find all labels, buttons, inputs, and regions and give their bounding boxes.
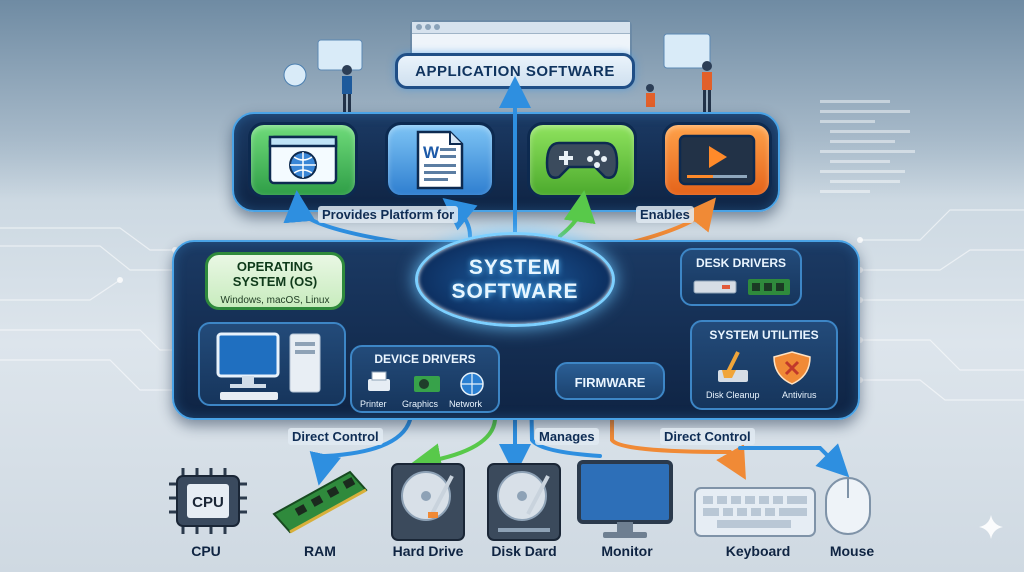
disk-cleanup-label: Disk Cleanup xyxy=(706,390,760,400)
system-software-line1: SYSTEM xyxy=(468,255,562,279)
ram-label: RAM xyxy=(304,543,336,559)
system-utilities-title: SYSTEM UTILITIES xyxy=(709,328,819,342)
computer-panel xyxy=(198,322,346,406)
provides-platform-label: Provides Platform for xyxy=(318,206,459,223)
os-subtitle: Windows, macOS, Linux xyxy=(220,295,330,306)
mouse-label: Mouse xyxy=(829,543,875,559)
system-software-line2: SOFTWARE xyxy=(451,279,579,303)
web-browser-tile[interactable] xyxy=(248,122,358,198)
os-title-line2: SYSTEM (OS) xyxy=(232,274,318,289)
direct-control-left-label: Direct Control xyxy=(288,428,383,445)
ram-icon[interactable] xyxy=(270,462,370,540)
desktop-computer-icon xyxy=(216,332,321,400)
disk-drivers-panel[interactable]: DESK DRIVERS xyxy=(680,248,802,306)
video-player-tile[interactable] xyxy=(662,122,772,198)
cpu-label: CPU xyxy=(191,543,221,559)
printer-icon xyxy=(368,371,390,391)
hard-drive-icon[interactable] xyxy=(388,462,468,542)
system-software-node[interactable]: SYSTEM SOFTWARE xyxy=(415,232,615,327)
hard-drive-label: Hard Drive xyxy=(392,543,464,559)
printer-label: Printer xyxy=(360,399,387,409)
gamepad-icon xyxy=(545,141,619,179)
device-drivers-panel[interactable]: DEVICE DRIVERS Printer Graphics Network xyxy=(350,345,500,413)
word-document-tile[interactable]: W xyxy=(385,122,495,198)
firmware-title: FIRMWARE xyxy=(574,375,646,390)
word-glyph: W xyxy=(423,143,440,162)
network-globe-icon xyxy=(460,372,484,396)
enables-label: Enables xyxy=(636,206,694,223)
direct-control-right-label: Direct Control xyxy=(660,428,755,445)
disk-cleanup-icon xyxy=(718,351,748,382)
monitor-label: Monitor xyxy=(601,543,653,559)
operating-system-panel[interactable]: OPERATING SYSTEM (OS) Windows, macOS, Li… xyxy=(205,252,345,310)
web-browser-icon xyxy=(268,135,338,185)
cpu-chip-text: CPU xyxy=(192,494,224,511)
antivirus-shield-icon xyxy=(773,351,811,385)
word-document-icon: W xyxy=(416,130,464,190)
os-title: OPERATING SYSTEM (OS) xyxy=(208,259,342,289)
browser-tab-bar xyxy=(412,22,630,34)
keyboard-label: Keyboard xyxy=(725,543,791,559)
monitor-icon[interactable] xyxy=(575,458,675,540)
os-title-line1: OPERATING xyxy=(236,259,314,274)
utility-icons xyxy=(718,351,811,385)
hard-disk-icon xyxy=(693,280,737,294)
network-label: Network xyxy=(449,399,483,409)
manages-label: Manages xyxy=(535,428,599,445)
cpu-icon[interactable]: CPU xyxy=(163,462,253,540)
device-driver-icons xyxy=(368,371,484,396)
disk-drivers-title: DESK DRIVERS xyxy=(695,256,787,270)
system-utilities-panel[interactable]: SYSTEM UTILITIES Disk Cleanup Antivirus xyxy=(690,320,838,410)
sparkle-icon xyxy=(979,515,1003,539)
graphics-card-icon xyxy=(414,376,440,392)
video-player-icon xyxy=(678,134,756,186)
firmware-panel[interactable]: FIRMWARE xyxy=(555,362,665,400)
ssd-board-icon xyxy=(748,279,790,295)
mouse-icon[interactable] xyxy=(822,474,874,538)
disk-dard-label: Disk Dard xyxy=(491,543,557,559)
antivirus-label: Antivirus xyxy=(782,390,817,400)
disk-driver-icons xyxy=(693,279,790,295)
game-tile[interactable] xyxy=(527,122,637,198)
disk-drive-icon[interactable] xyxy=(484,462,564,542)
keyboard-icon[interactable] xyxy=(693,486,817,538)
device-drivers-title: DEVICE DRIVERS xyxy=(374,352,476,366)
graphics-label: Graphics xyxy=(402,399,439,409)
